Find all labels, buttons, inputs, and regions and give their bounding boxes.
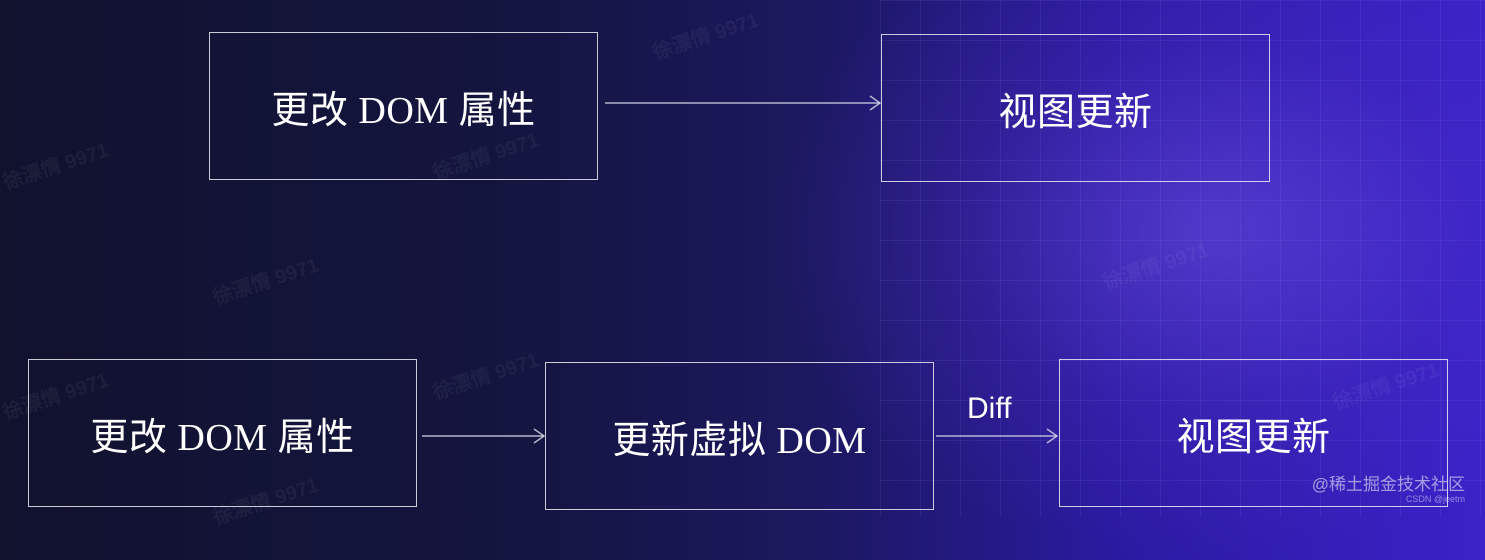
connector-arrows [422,95,1059,444]
background-grid [880,0,1485,517]
row2-middle-node: 更新虚拟 DOM [545,362,934,510]
arrow-row1-head [869,95,882,111]
row2-source-node: 更改 DOM 属性 [28,359,417,507]
row1-source-node: 更改 DOM 属性 [209,32,598,180]
diff-edge-label: Diff [967,392,1012,425]
row1-target-node: 视图更新 [881,34,1270,182]
source-credit: @稀土掘金技术社区 CSDN @jeetm [1312,476,1465,505]
arrow-row2-b-head [1046,428,1059,444]
row1-target-label: 视图更新 [998,91,1153,134]
credit-main: @稀土掘金技术社区 [1311,475,1465,495]
row2-source-label: 更改 DOM 属性 [90,416,355,459]
background-glow [760,0,1485,560]
row2-target-node: 视图更新 [1059,359,1448,507]
credit-sub: CSDN @jeetm [1405,494,1465,505]
arrow-row2-a-head [533,428,546,444]
row2-target-label: 视图更新 [1176,416,1331,459]
row2-middle-label: 更新虚拟 DOM [612,419,867,462]
row1-source-label: 更改 DOM 属性 [271,89,536,132]
